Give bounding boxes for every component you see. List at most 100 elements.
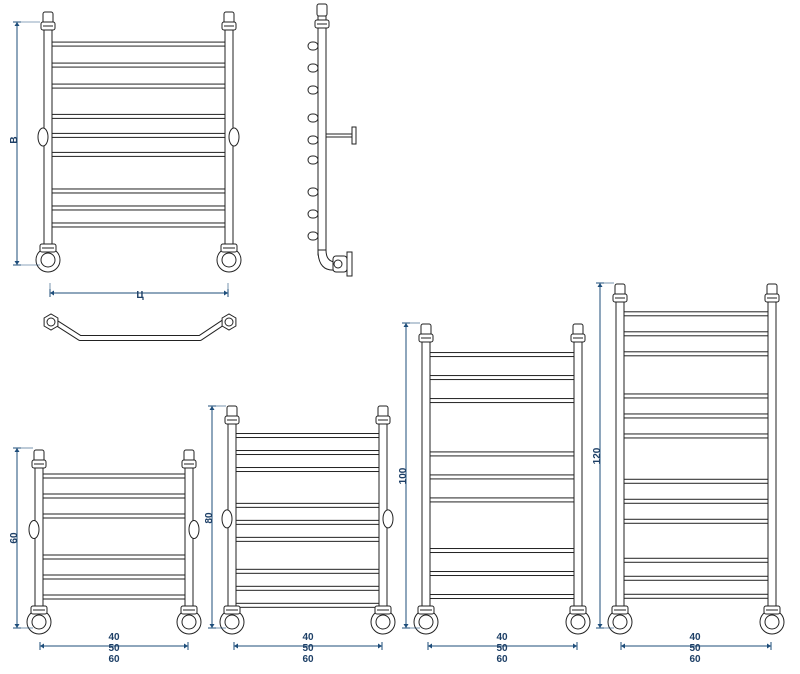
model-100-height-dim-arrow-top bbox=[403, 323, 409, 327]
model-120-rung-4 bbox=[623, 413, 769, 419]
bar-outer bbox=[53, 319, 226, 341]
model-60-width-dim-arrow-left bbox=[40, 643, 44, 649]
top-rung-0 bbox=[51, 41, 226, 47]
model-100-rung-2 bbox=[429, 398, 575, 404]
model-80-rung-6 bbox=[235, 568, 380, 574]
model-120-rung-1 bbox=[623, 331, 769, 337]
top-left-bottom-flange-inner bbox=[40, 252, 56, 268]
model-80-rung-2 bbox=[235, 467, 380, 473]
model-60-right-bottom-flange-inner bbox=[181, 614, 197, 630]
top-width-label: Ц bbox=[136, 290, 144, 301]
model-100-width-dim-arrow-right bbox=[573, 643, 577, 649]
model-60-rung-0 bbox=[42, 473, 186, 479]
model-80-rung-1 bbox=[235, 450, 380, 456]
model-120-width-dim-arrow-left bbox=[621, 643, 625, 649]
model-120-rung-6 bbox=[623, 478, 769, 484]
model-120-left-bottom-flange-inner bbox=[612, 614, 628, 630]
model-60-height-dim-arrow-top bbox=[14, 448, 20, 452]
model-80-rung-3 bbox=[235, 502, 380, 508]
top-left-mount-0 bbox=[37, 127, 49, 147]
side-rung-end-6 bbox=[307, 187, 319, 197]
model-80-rung-8 bbox=[235, 602, 380, 608]
model-80-width-40: 40 bbox=[302, 632, 314, 643]
top-width-dim-arrow-left bbox=[50, 290, 54, 296]
model-120-height-dim-arrow-top bbox=[597, 283, 603, 287]
model-80-width-50: 50 bbox=[302, 643, 314, 654]
model-80-width-60: 60 bbox=[302, 654, 314, 665]
model-120-width-40: 40 bbox=[689, 632, 701, 643]
model-100-height-label: 100 bbox=[398, 467, 409, 484]
model-100 bbox=[402, 322, 591, 650]
model-120-right-bottom-flange-inner bbox=[764, 614, 780, 630]
side-rung-end-3 bbox=[307, 113, 319, 123]
model-80-rung-5 bbox=[235, 536, 380, 542]
model-100-rung-0 bbox=[429, 352, 575, 358]
model-60 bbox=[13, 447, 202, 650]
model-60-left-mount-0 bbox=[28, 520, 40, 539]
side-rung-end-4 bbox=[307, 135, 319, 145]
model-80-height-dim-arrow-bottom bbox=[209, 624, 215, 628]
side-pipe bbox=[317, 15, 327, 256]
top-rung-3 bbox=[51, 113, 226, 119]
side-bracket-plate bbox=[351, 126, 357, 145]
model-100-rung-1 bbox=[429, 375, 575, 381]
model-120-height-label: 120 bbox=[592, 447, 603, 464]
model-60-rung-3 bbox=[42, 554, 186, 560]
model-120-rung-0 bbox=[623, 311, 769, 317]
model-80-left-bottom-flange-inner bbox=[224, 614, 240, 630]
model-100-left-bottom-flange-inner bbox=[418, 614, 434, 630]
model-100-width-50: 50 bbox=[496, 643, 508, 654]
top-rung-8 bbox=[51, 222, 226, 228]
model-60-left-bottom-flange-inner bbox=[31, 614, 47, 630]
model-100-width-dim-arrow-left bbox=[428, 643, 432, 649]
top-height-dim-arrow-top bbox=[14, 22, 20, 26]
model-80-rung-4 bbox=[235, 519, 380, 525]
model-60-width-50: 50 bbox=[108, 643, 120, 654]
side-rung-end-1 bbox=[307, 63, 319, 73]
model-60-width-dim-arrow-right bbox=[184, 643, 188, 649]
bar-inner bbox=[53, 320, 226, 340]
side-wall-flange bbox=[346, 251, 353, 277]
model-120-rung-10 bbox=[623, 575, 769, 581]
model-120-width-dim-arrow-right bbox=[767, 643, 771, 649]
model-80-rung-7 bbox=[235, 585, 380, 591]
model-80-rung-0 bbox=[235, 433, 380, 439]
top-width-dim-arrow-right bbox=[224, 290, 228, 296]
top-height-dim-arrow-bottom bbox=[14, 261, 20, 265]
top-height-label: В bbox=[9, 136, 20, 143]
top-right-mount-0 bbox=[228, 127, 240, 147]
model-120-rung-5 bbox=[623, 433, 769, 439]
model-80-right-mount-0 bbox=[382, 509, 394, 529]
model-100-left-pipe bbox=[421, 335, 431, 613]
top-rung-6 bbox=[51, 188, 226, 194]
model-80 bbox=[208, 405, 396, 650]
side-rung-end-7 bbox=[307, 209, 319, 219]
model-100-rung-7 bbox=[429, 571, 575, 577]
side-rung-end-0 bbox=[307, 41, 319, 51]
model-60-right-mount-0 bbox=[188, 520, 200, 539]
model-100-rung-8 bbox=[429, 594, 575, 600]
model-60-width-40: 40 bbox=[108, 632, 120, 643]
bar-right-hex-center bbox=[224, 317, 234, 327]
side-rung-end-5 bbox=[307, 155, 319, 165]
model-120-width-60: 60 bbox=[689, 654, 701, 665]
model-80-height-label: 80 bbox=[204, 512, 215, 524]
model-120-rung-9 bbox=[623, 557, 769, 563]
model-100-rung-6 bbox=[429, 548, 575, 554]
model-120-rung-7 bbox=[623, 498, 769, 504]
model-60-height-dim-arrow-bottom bbox=[14, 624, 20, 628]
model-60-rung-1 bbox=[42, 493, 186, 499]
top-rung-4 bbox=[51, 132, 226, 138]
model-60-rung-2 bbox=[42, 513, 186, 519]
model-100-right-bottom-flange-inner bbox=[570, 614, 586, 630]
model-80-height-dim-arrow-top bbox=[209, 406, 215, 410]
top-front-view bbox=[13, 11, 242, 297]
top-rung-7 bbox=[51, 205, 226, 211]
model-120-rung-3 bbox=[623, 393, 769, 399]
model-100-right-pipe bbox=[573, 335, 583, 613]
model-120-rung-8 bbox=[623, 518, 769, 524]
model-100-rung-3 bbox=[429, 451, 575, 457]
model-80-width-dim-arrow-right bbox=[378, 643, 382, 649]
model-100-height-dim-arrow-bottom bbox=[403, 624, 409, 628]
model-100-rung-5 bbox=[429, 497, 575, 503]
